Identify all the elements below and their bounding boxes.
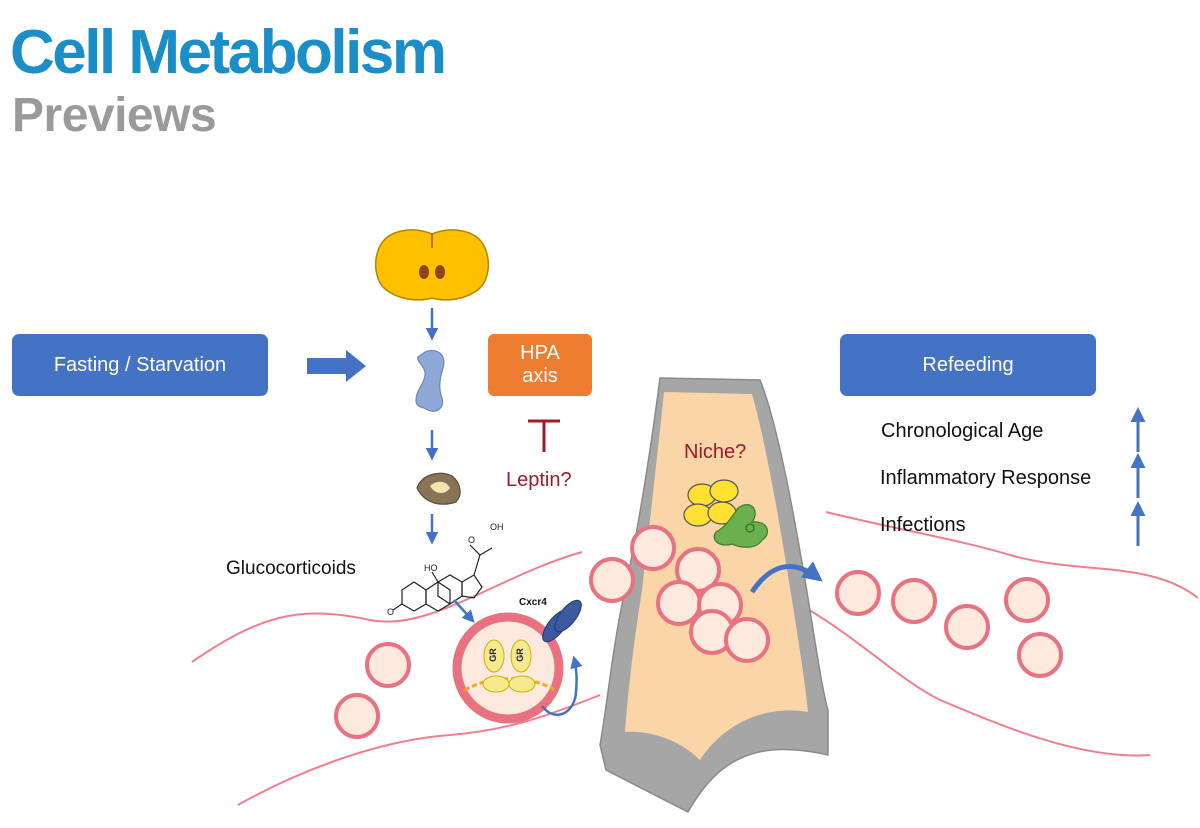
cxcr4-receptor-icon xyxy=(542,599,582,643)
vessel-wall-right-top xyxy=(825,511,1199,599)
egress-arrow xyxy=(749,561,823,594)
glucocorticoids-label: Glucocorticoids xyxy=(226,558,356,579)
cells-in-bone xyxy=(630,525,770,663)
steroid-label-o-top: O xyxy=(468,535,475,545)
gr-label-left: GR xyxy=(487,648,498,662)
steroid-label-oh: OH xyxy=(490,522,504,532)
steroid-structure-icon xyxy=(392,544,493,612)
outcome-infections: Infections xyxy=(880,514,966,536)
vessel-wall-right-bottom xyxy=(805,607,1151,757)
hpa-line-1: HPA xyxy=(520,342,560,364)
journal-title: Cell Metabolism xyxy=(10,18,447,87)
fasting-box: Fasting / Starvation xyxy=(12,334,268,396)
cells-right-vessel xyxy=(835,570,1063,678)
gr-label-right: GR xyxy=(514,648,525,662)
hpa-line-2: axis xyxy=(522,365,558,387)
hematopoietic-stem-cell-icon xyxy=(452,612,564,724)
refeeding-box: Refeeding xyxy=(840,334,1096,396)
steroid-label-o-left: O xyxy=(387,607,394,617)
fasting-arrow-icon xyxy=(307,350,366,382)
cxcr4-label: Cxcr4 xyxy=(519,597,547,608)
gr-receptor-left xyxy=(483,639,505,673)
niche-label: Niche? xyxy=(684,441,747,463)
arrow-steroid-to-cell xyxy=(453,599,475,623)
internalization-arrow xyxy=(541,655,583,717)
outcome-chronological-age: Chronological Age xyxy=(881,420,1044,442)
inhibition-icon xyxy=(528,419,560,452)
adrenal-gland-icon xyxy=(416,472,461,505)
cells-left-vessel xyxy=(334,557,635,739)
gr-receptor-right xyxy=(510,639,532,673)
section-title: Previews xyxy=(12,89,217,142)
vessel-wall-left-top xyxy=(191,551,583,663)
outcome-inflammatory-response: Inflammatory Response xyxy=(880,467,1092,489)
steroid-label-ho: HO xyxy=(424,563,438,573)
niche-cells-icon xyxy=(683,479,769,548)
leptin-label: Leptin? xyxy=(506,469,572,491)
brain-icon xyxy=(374,229,490,301)
pituitary-icon xyxy=(415,349,445,412)
